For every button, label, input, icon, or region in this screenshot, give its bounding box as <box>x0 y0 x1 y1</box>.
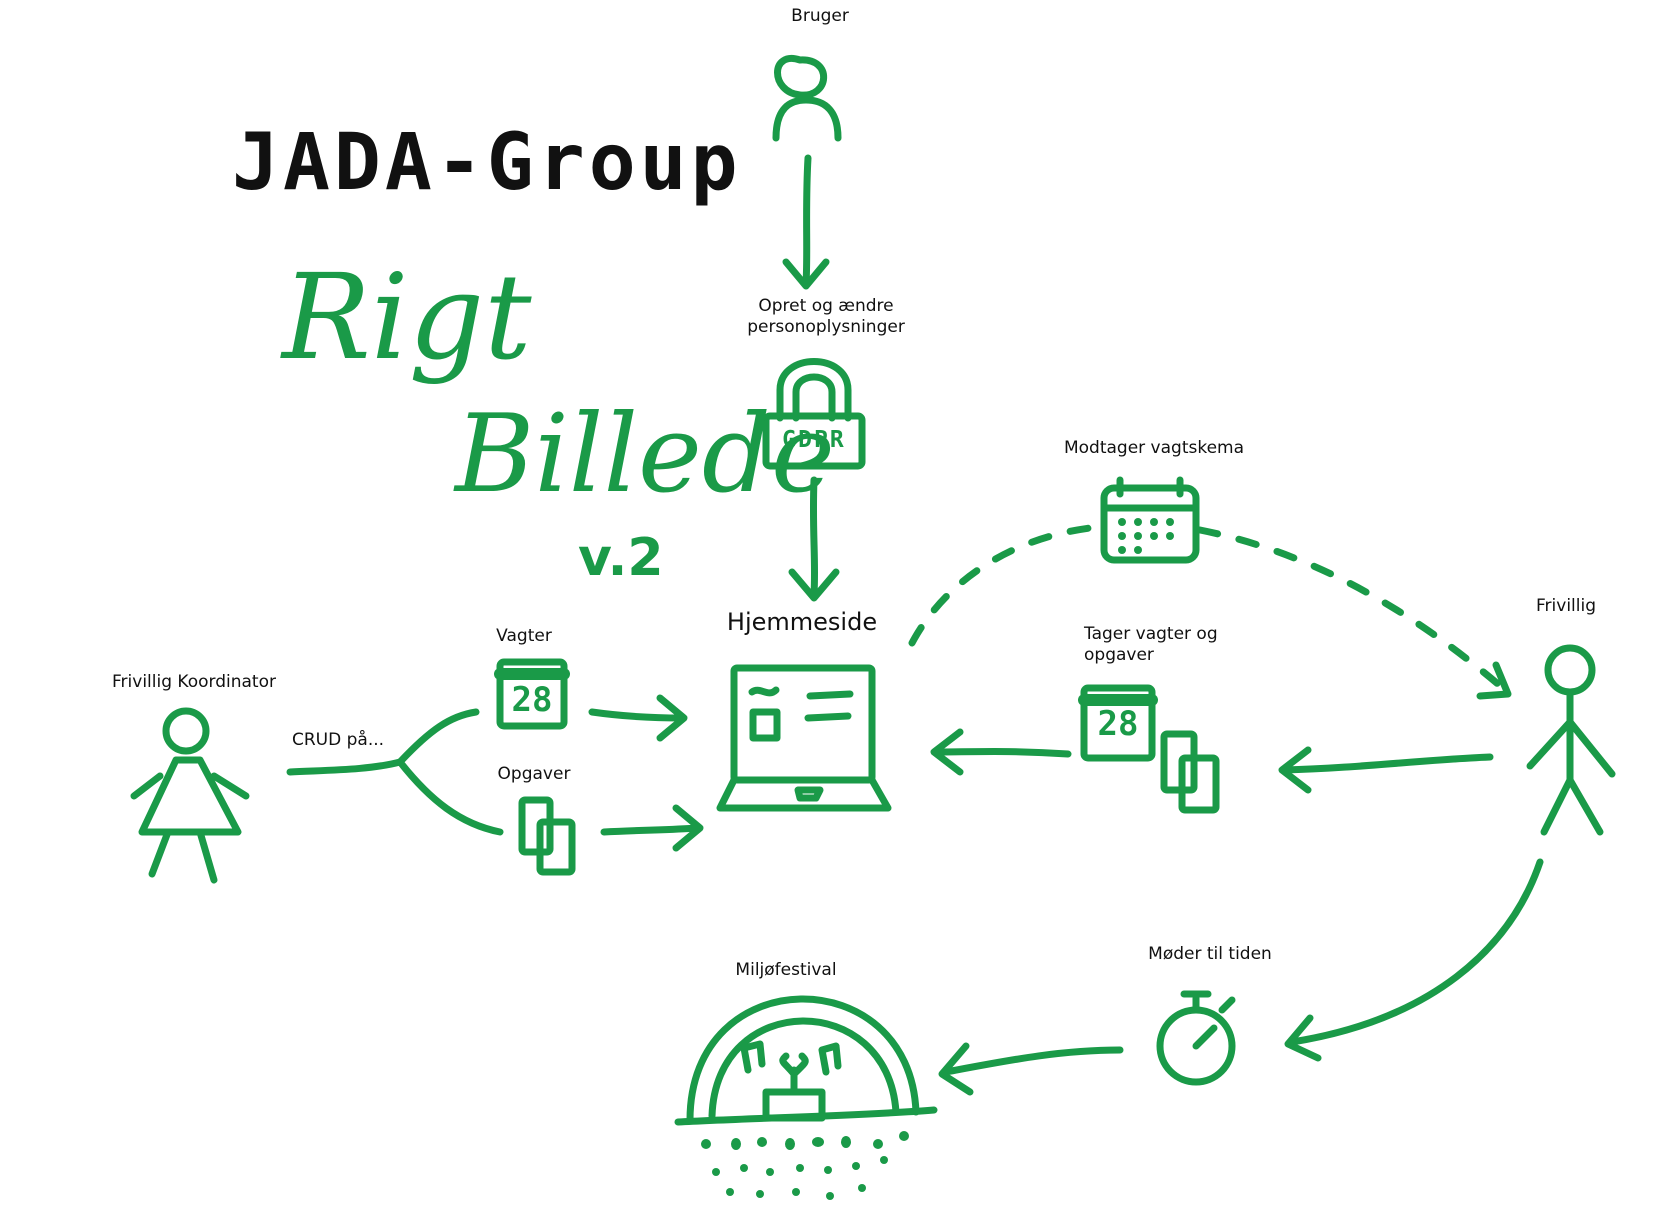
label-frivillig: Frivillig <box>1536 596 1596 616</box>
arrow-stopwatch-to-festival <box>938 1042 1124 1096</box>
label-vagter: Vagter <box>496 626 552 646</box>
label-bruger: Bruger <box>791 6 849 26</box>
label-opgaver: Opgaver <box>497 764 571 784</box>
crud-branch-lines <box>286 708 504 836</box>
koordinator-person-icon <box>130 707 250 884</box>
title-version: v.2 <box>578 528 664 588</box>
documents-icon-opgaver <box>518 796 576 876</box>
label-opret: Opret og ændre personoplysninger <box>747 296 905 338</box>
calendar-icon-vagter <box>494 658 570 730</box>
label-koordinator: Frivillig Koordinator <box>112 672 276 692</box>
arrow-tager-to-hjemmeside <box>930 728 1072 776</box>
arrow-gdpr-to-hjemmeside <box>788 476 840 602</box>
group-title: JADA-Group <box>232 118 742 208</box>
festival-stage-icon <box>674 995 938 1126</box>
label-hjemmeside: Hjemmeside <box>726 608 878 636</box>
label-gdpr: GDPR <box>782 427 846 453</box>
stopwatch-icon <box>1156 990 1236 1086</box>
calendar-icon-schedule <box>1100 476 1200 564</box>
title-rigt: Rigt <box>282 248 532 386</box>
calendar-day-tager: 28 <box>1097 704 1139 744</box>
arrow-bruger-to-gdpr <box>782 154 830 290</box>
dashed-arc-vagtskema <box>908 524 1509 694</box>
padlock-icon <box>762 358 866 470</box>
arrowhead-to-frivillig <box>1476 661 1512 700</box>
bruger-person-icon <box>772 55 842 142</box>
title-billede: Billede <box>455 392 835 517</box>
arrow-frivillig-to-stopwatch <box>1284 858 1544 1062</box>
label-tager: Tager vagter og opgaver <box>1084 624 1218 666</box>
arrow-frivillig-to-tager <box>1278 746 1494 794</box>
calendar-day-vagter: 28 <box>511 680 553 720</box>
arrow-vagter-to-hjemmeside <box>588 694 688 742</box>
calendar-icon-tager <box>1078 684 1158 762</box>
documents-icon-tager <box>1160 730 1220 814</box>
label-crud: CRUD på... <box>292 730 385 750</box>
label-modtager: Modtager vagtskema <box>1063 438 1245 458</box>
calendar-dots <box>1118 518 1174 554</box>
frivillig-person-icon <box>1526 644 1616 836</box>
label-miljoefestival: Miljøfestival <box>735 960 837 980</box>
label-moeder: Møder til tiden <box>1148 944 1272 964</box>
festival-crowd-dots <box>701 1131 909 1200</box>
laptop-icon <box>716 664 892 812</box>
arrow-opgaver-to-hjemmeside <box>600 804 704 852</box>
